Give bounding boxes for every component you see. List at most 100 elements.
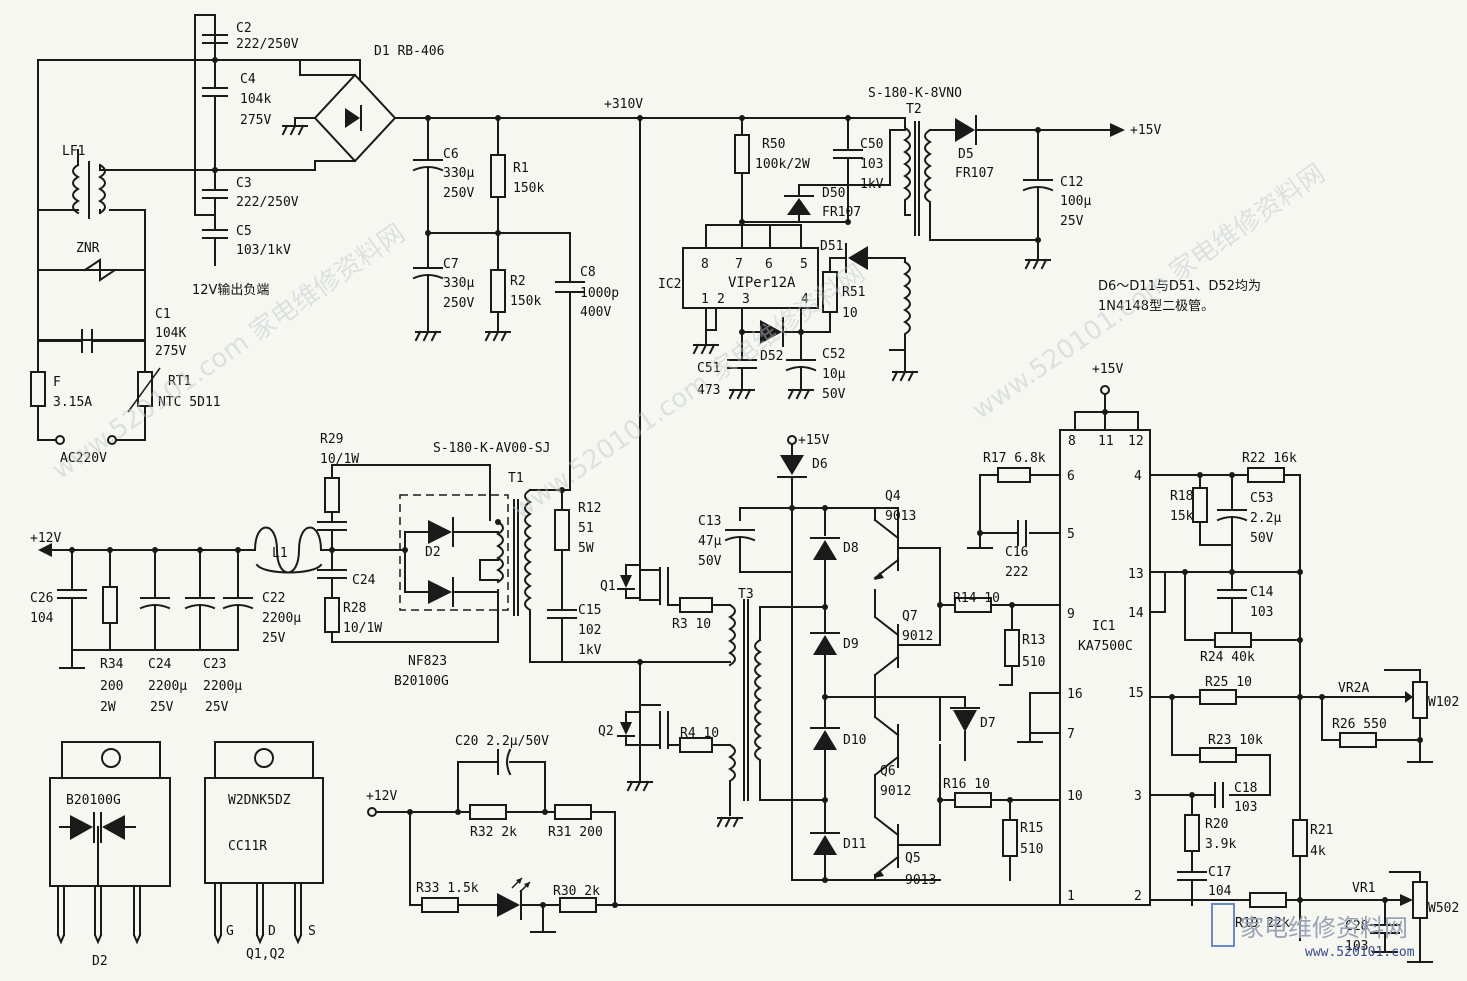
label-pkg-d: D	[268, 924, 276, 939]
label-c51-value: 473	[697, 383, 720, 398]
label-r12: R12	[578, 501, 601, 516]
label-c14: C14	[1250, 585, 1274, 600]
label-r30: R30 2k	[553, 884, 600, 899]
label-r25: R25 10	[1205, 675, 1252, 690]
label-d52: D52	[760, 349, 783, 364]
label-c18: C18	[1234, 781, 1257, 796]
label-r2-value: 150k	[510, 294, 541, 309]
label-c2: C2	[236, 21, 252, 36]
label-c26-value: 104	[30, 611, 54, 626]
label-c4: C4	[240, 72, 256, 87]
label-c52-value: 10μ	[822, 367, 846, 382]
label-r20: R20	[1205, 817, 1228, 832]
label-t1: T1	[508, 471, 524, 486]
label-r17: R17 6.8k	[983, 451, 1046, 466]
label-c13-voltage: 50V	[698, 554, 722, 569]
label-r31: R31 200	[548, 825, 603, 840]
label-c26: C26	[30, 591, 53, 606]
label-c3-value: 222/250V	[236, 195, 299, 210]
label-c7: C7	[443, 257, 459, 272]
label-b20100g: B20100G	[394, 674, 449, 689]
label-pkg-b20100g: B20100G	[66, 793, 121, 808]
label-d5-value: FR107	[955, 166, 994, 181]
label-d50: D50	[822, 186, 845, 201]
label-r13: R13	[1022, 633, 1045, 648]
label-15v-driver: +15V	[798, 433, 829, 448]
label-c8-voltage: 400V	[580, 305, 611, 320]
component-labels: C2 222/250V C4 104k 275V C3 222/250V C5 …	[30, 21, 1459, 969]
label-r20-value: 3.9k	[1205, 837, 1236, 852]
label-12v-out: +12V	[30, 531, 61, 546]
label-ic1-pin1: 1	[1067, 889, 1075, 904]
label-c6-value: 330μ	[443, 166, 474, 181]
feedback-network	[367, 748, 1061, 933]
watermark-logo-icon	[1211, 903, 1235, 947]
label-t2: T2	[906, 102, 922, 117]
label-ic1-pin7: 7	[1067, 727, 1075, 742]
label-c16-value: 222	[1005, 565, 1028, 580]
label-r15: R15	[1020, 821, 1043, 836]
label-ic1-pin15: 15	[1128, 686, 1144, 701]
label-ic1-pin14: 14	[1128, 606, 1144, 621]
label-q6-value: 9012	[880, 784, 911, 799]
label-d8: D8	[843, 541, 859, 556]
note-diodes-line1: D6～D11与D51、D52均为	[1098, 279, 1261, 294]
label-r23: R23 10k	[1208, 733, 1263, 748]
label-ic2-part: VIPer12A	[728, 275, 796, 291]
label-ic2-pin8: 8	[701, 257, 709, 272]
label-pkg-g: G	[226, 924, 234, 939]
label-c12-value: 100μ	[1060, 194, 1091, 209]
label-r18-value: 15k	[1170, 509, 1194, 524]
label-c51: C51	[697, 361, 720, 376]
pwm-controller-ic1	[967, 385, 1433, 963]
label-c13: C13	[698, 514, 721, 529]
label-l1: L1	[272, 546, 288, 561]
label-d50-value: FR107	[822, 205, 861, 220]
label-12v-in: +12V	[366, 789, 397, 804]
label-c17-value: 104	[1208, 884, 1232, 899]
label-f: F	[53, 375, 61, 390]
label-vr1: VR1	[1352, 881, 1375, 896]
label-d11: D11	[843, 837, 866, 852]
label-c6-voltage: 250V	[443, 186, 474, 201]
label-310v: +310V	[604, 97, 643, 112]
label-c14-value: 103	[1250, 605, 1273, 620]
label-ic2-pin2: 2	[717, 292, 725, 307]
label-c15-value: 102	[578, 623, 601, 638]
watermark-text-1: www.520101.com 家电维修资料网	[47, 219, 411, 486]
label-ic1-part: KA7500C	[1078, 639, 1133, 654]
label-c4-voltage: 275V	[240, 113, 271, 128]
label-r34: R34	[100, 657, 124, 672]
label-c18-value: 103	[1234, 800, 1257, 815]
label-c1-voltage: 275V	[155, 344, 186, 359]
label-r29-value: 10/1W	[320, 452, 359, 467]
label-w502: W502	[1428, 901, 1459, 916]
main-output-section	[38, 464, 731, 669]
label-c24-value: 2200μ	[148, 679, 187, 694]
label-t2-type: S-180-K-8VNO	[868, 86, 962, 101]
label-ic2-pin4: 4	[801, 292, 809, 307]
label-ic1-pin2: 2	[1134, 889, 1142, 904]
watermark-logo-text: 家电维修资料网	[1240, 914, 1408, 942]
label-t1-type: S-180-K-AV00-SJ	[433, 441, 550, 456]
package-w2dnk5dz	[204, 741, 324, 945]
note-diodes-line2: 1N4148型二极管。	[1098, 299, 1214, 314]
label-w102: W102	[1428, 695, 1459, 710]
label-c8: C8	[580, 265, 596, 280]
label-q5: Q5	[905, 851, 921, 866]
label-r1: R1	[513, 161, 529, 176]
label-c7-voltage: 250V	[443, 296, 474, 311]
label-r14: R14 10	[953, 591, 1000, 606]
label-r24: R24 40k	[1200, 650, 1255, 665]
label-vr2a: VR2A	[1338, 681, 1369, 696]
label-15v-ic: +15V	[1092, 362, 1123, 377]
label-r34-value: 200	[100, 679, 123, 694]
label-r51: R51	[842, 285, 865, 300]
label-r3: R3 10	[672, 617, 711, 632]
label-c17: C17	[1208, 865, 1231, 880]
label-ic1-pin3: 3	[1134, 789, 1142, 804]
emi-filter-section	[30, 59, 361, 445]
label-r15-value: 510	[1020, 842, 1043, 857]
label-ic1-pin10: 10	[1067, 789, 1083, 804]
label-c1-value: 104K	[155, 326, 186, 341]
